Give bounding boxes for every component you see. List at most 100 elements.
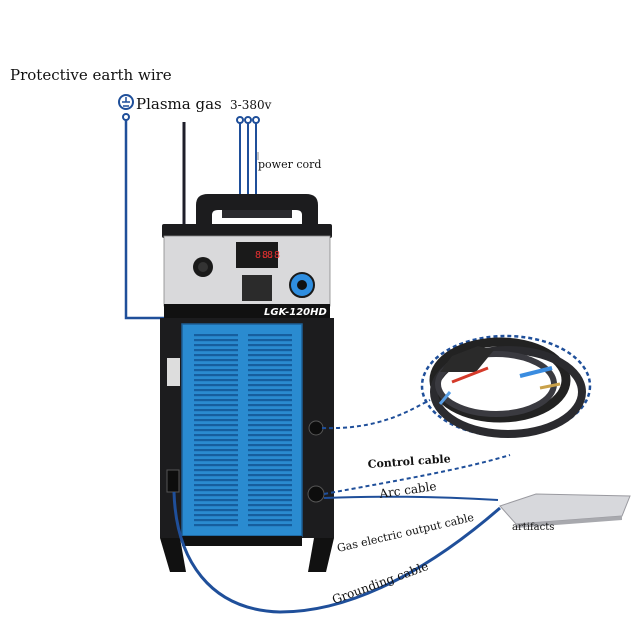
louver-slot [248,469,292,472]
louver-slot [248,424,292,427]
louver-slot [248,354,292,357]
louver-slot [248,384,292,387]
louver-slot [248,379,292,382]
label-gas-electric-output: Gas electric output cable [336,511,475,555]
louver-slot [248,399,292,402]
louver-slot [248,374,292,377]
louver-slot [194,384,238,387]
label-control-cable: Control cable [367,452,451,471]
louver-slot [194,334,238,337]
louver-slot [248,404,292,407]
arc-cable [323,454,511,495]
louver-slot [194,509,238,512]
louver-slot [194,349,238,352]
louver-slot [248,489,292,492]
louver-slot [248,509,292,512]
louver-slot [194,524,238,527]
louver-slot [248,504,292,507]
louver-slot [248,429,292,432]
louver-slot [194,484,238,487]
gas-electric-output-cable [323,495,499,501]
label-artifacts: artifacts [512,522,554,533]
louver-slot [194,424,238,427]
louver-slot [194,439,238,442]
louver-slot [194,429,238,432]
vent-louvers [194,334,292,527]
louver-slot [194,374,238,377]
louver-slot [194,404,238,407]
louver-slot [194,434,238,437]
louver-slot [248,419,292,422]
louver-slot [248,494,292,497]
louver-slot [194,489,238,492]
control-cable [321,399,431,430]
louver-slot [194,389,238,392]
louver-slot [248,409,292,412]
louver-slot [248,464,292,467]
display-left: 8.8 [255,250,273,261]
louver-slot [194,514,238,517]
louver-slot [248,394,292,397]
louver-slot [194,344,238,347]
protective-earth-wire [118,94,164,320]
louver-slot [194,494,238,497]
louver-slot [194,464,238,467]
louver-slot [248,474,292,477]
louver-slot [248,364,292,367]
torch-hose-coil [420,334,592,438]
louver-slot [194,339,238,342]
louver-slot [194,469,238,472]
louver-slot [194,399,238,402]
louver-slot [194,459,238,462]
grounding-cable [172,491,501,614]
louver-slot [194,379,238,382]
louver-slot [194,499,238,502]
louver-slot [248,514,292,517]
louver-slot [194,454,238,457]
louver-slot [194,474,238,477]
louver-slot [248,389,292,392]
workpiece-plate [499,493,631,528]
louver-slot [248,344,292,347]
louver-slot [194,504,238,507]
louver-slot [248,454,292,457]
louver-slot [248,359,292,362]
louver-slot [194,359,238,362]
louver-slot [248,479,292,482]
louver-slot [248,339,292,342]
louver-slot [194,364,238,367]
louver-slot [194,369,238,372]
louver-slot [194,479,238,482]
label-voltage: 3-380v [230,98,272,112]
label-protective-earth: Protective earth wire [10,66,172,84]
louver-slot [248,499,292,502]
louver-slot [248,449,292,452]
louver-slot [248,524,292,527]
display-right: 8.8 [262,250,280,261]
louver-slot [248,414,292,417]
louver-slot [194,354,238,357]
louver-slot [194,449,238,452]
louver-slot [194,444,238,447]
louver-slot [194,414,238,417]
label-power-cord: power cord [258,158,321,171]
louver-slot [248,349,292,352]
louver-slot [248,334,292,337]
louver-slot [248,484,292,487]
model-label: LGK-120HD [264,307,327,318]
louver-slot [248,434,292,437]
louver-slot [248,439,292,442]
louver-slot [248,519,292,522]
louver-slot [194,409,238,412]
louver-slot [194,394,238,397]
louver-slot [248,459,292,462]
plasma-cutter-machine [160,194,334,572]
louver-slot [248,444,292,447]
louver-slot [194,519,238,522]
label-plasma-gas: Plasma gas [136,95,222,113]
louver-slot [194,419,238,422]
label-grounding-cable: Grounding cable [330,559,430,607]
louver-slot [248,369,292,372]
